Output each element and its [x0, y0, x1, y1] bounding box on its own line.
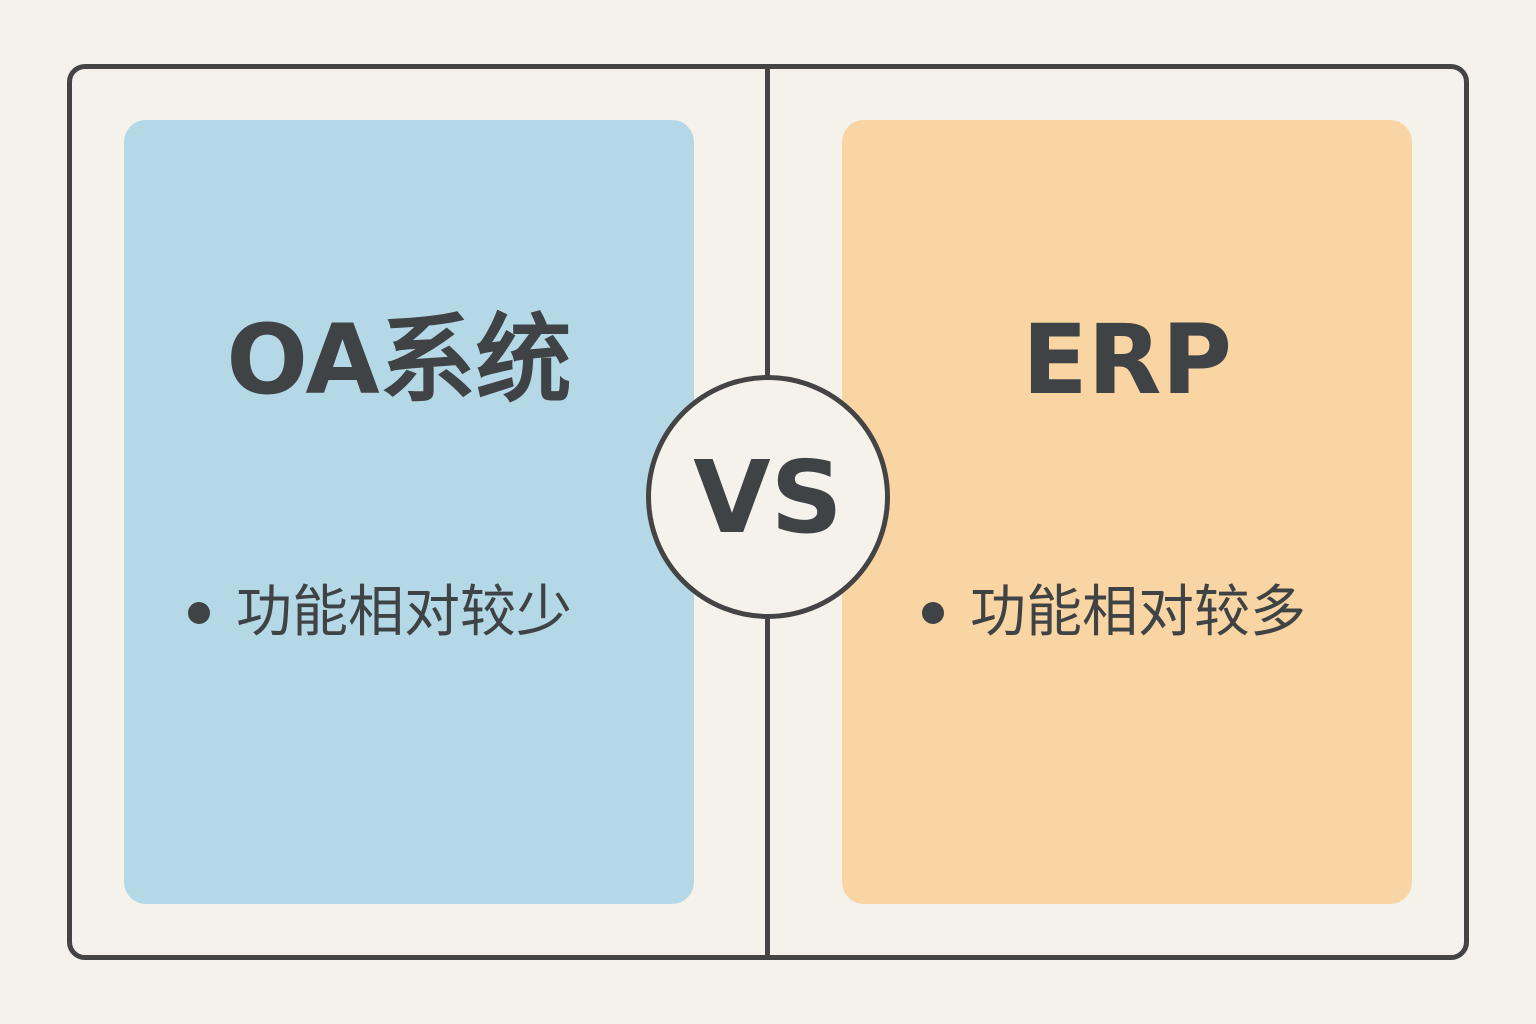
oa-feature-bullet: 功能相对较少	[188, 575, 572, 651]
erp-feature-bullet: 功能相对较多	[922, 575, 1306, 651]
oa-system-card: OA系统 功能相对较少	[124, 120, 694, 904]
oa-system-title: OA系统	[226, 304, 572, 416]
vs-badge: VS	[646, 375, 890, 619]
erp-title: ERP	[1022, 304, 1232, 416]
erp-card: ERP 功能相对较多	[842, 120, 1412, 904]
bullet-dot-icon	[188, 602, 210, 624]
erp-feature-text: 功能相对较多	[970, 580, 1306, 645]
vs-label: VS	[693, 438, 843, 556]
bullet-dot-icon	[922, 602, 944, 624]
oa-feature-text: 功能相对较少	[236, 580, 572, 645]
